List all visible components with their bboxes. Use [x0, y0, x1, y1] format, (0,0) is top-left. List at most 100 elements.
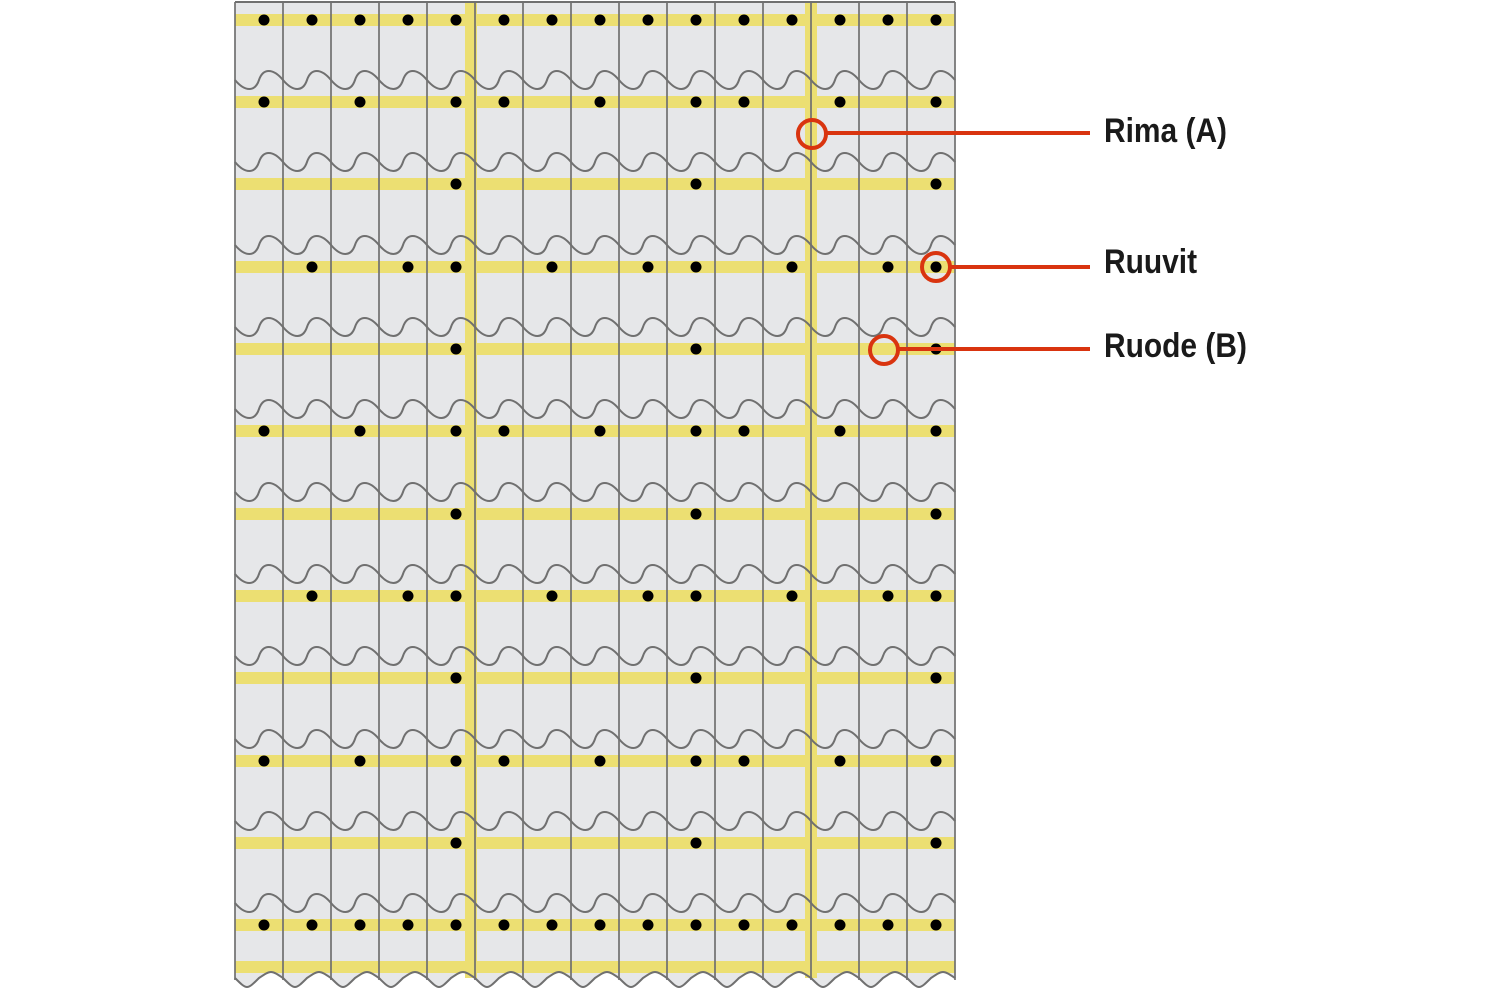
screw-dot: [450, 96, 462, 108]
screw-dot: [642, 261, 654, 273]
screw-dot: [306, 261, 318, 273]
screw-dot: [402, 919, 414, 931]
screw-dot: [354, 96, 366, 108]
callout-marker-batten: [796, 118, 828, 150]
batten-strip: [235, 508, 955, 520]
screw-dot: [882, 919, 894, 931]
screw-dot: [882, 261, 894, 273]
screw-dot: [738, 14, 750, 26]
screw-dot: [450, 590, 462, 602]
screw-dot: [402, 14, 414, 26]
screw-dot: [450, 919, 462, 931]
screw-dot: [690, 14, 702, 26]
screw-dot: [690, 672, 702, 684]
screw-dot: [354, 755, 366, 767]
tile-wave-line: [234, 152, 956, 172]
screw-dot: [642, 14, 654, 26]
screw-dot: [450, 755, 462, 767]
sheet-bottom-edge: [234, 971, 956, 988]
screw-dot: [546, 14, 558, 26]
screw-dot: [930, 261, 942, 273]
batten-strip: [235, 343, 955, 355]
tile-wave-line: [234, 235, 956, 255]
screw-dot: [594, 14, 606, 26]
callout-label-screws: Ruuvit: [1104, 243, 1198, 281]
tile-wave-line: [234, 564, 956, 584]
screw-dot: [450, 508, 462, 520]
tile-wave-line: [234, 317, 956, 337]
screw-dot: [594, 919, 606, 931]
batten-strip: [235, 590, 955, 602]
screw-dot: [258, 14, 270, 26]
screw-dot: [498, 755, 510, 767]
screw-dot: [354, 14, 366, 26]
screw-dot: [738, 425, 750, 437]
screw-dot: [450, 672, 462, 684]
callout-marker-screws: [920, 251, 952, 283]
tile-wave-line: [234, 811, 956, 831]
screw-dot: [738, 96, 750, 108]
screw-dot: [930, 837, 942, 849]
screw-dot: [738, 919, 750, 931]
screw-dot: [258, 96, 270, 108]
screw-dot: [498, 919, 510, 931]
screw-dot: [498, 96, 510, 108]
screw-dot: [882, 590, 894, 602]
screw-dot: [354, 425, 366, 437]
batten-strip: [235, 178, 955, 190]
screw-dot: [834, 96, 846, 108]
screw-dot: [834, 755, 846, 767]
screw-dot: [402, 261, 414, 273]
screw-dot: [546, 590, 558, 602]
screw-dot: [930, 672, 942, 684]
screw-dot: [930, 178, 942, 190]
screw-dot: [642, 590, 654, 602]
screw-dot: [690, 425, 702, 437]
screw-dot: [930, 590, 942, 602]
tile-wave-line: [234, 646, 956, 666]
screw-dot: [258, 755, 270, 767]
screw-dot: [450, 425, 462, 437]
screw-dot: [882, 14, 894, 26]
tile-wave-line: [234, 399, 956, 419]
screw-dot: [930, 14, 942, 26]
batten-strip: [235, 837, 955, 849]
screw-dot: [546, 919, 558, 931]
screw-dot: [690, 919, 702, 931]
screw-dot: [306, 590, 318, 602]
callout-label-batten: Rima (A): [1104, 112, 1228, 150]
screw-dot: [930, 755, 942, 767]
screw-dot: [498, 425, 510, 437]
tile-wave-line: [234, 893, 956, 913]
batten-strip: [235, 261, 955, 273]
screw-dot: [690, 508, 702, 520]
screw-dot: [834, 919, 846, 931]
screw-dot: [690, 178, 702, 190]
screw-dot: [450, 178, 462, 190]
batten-strip: [235, 672, 955, 684]
screw-dot: [930, 96, 942, 108]
screw-dot: [306, 14, 318, 26]
screw-dot: [786, 261, 798, 273]
screw-dot: [690, 343, 702, 355]
screw-dot: [834, 425, 846, 437]
screw-dot: [738, 755, 750, 767]
screw-dot: [258, 425, 270, 437]
screw-dot: [594, 755, 606, 767]
screw-dot: [594, 96, 606, 108]
screw-dot: [594, 425, 606, 437]
screw-dot: [834, 14, 846, 26]
callout-label-counter-batten: Ruode (B): [1104, 327, 1247, 365]
screw-dot: [642, 919, 654, 931]
tile-wave-line: [234, 482, 956, 502]
screw-dot: [690, 96, 702, 108]
screw-dot: [930, 508, 942, 520]
screw-dot: [786, 919, 798, 931]
screw-dot: [258, 919, 270, 931]
screw-dot: [306, 919, 318, 931]
callout-marker-counter-batten: [868, 334, 900, 366]
screw-dot: [786, 14, 798, 26]
screw-dot: [402, 590, 414, 602]
screw-dot: [450, 837, 462, 849]
